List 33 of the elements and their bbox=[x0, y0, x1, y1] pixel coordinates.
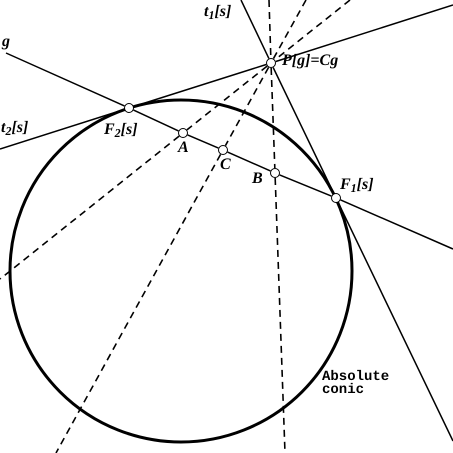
point-label: F$_{2}$[s] bbox=[104, 121, 138, 138]
point-marker bbox=[266, 58, 276, 68]
point-label: B bbox=[252, 170, 263, 187]
line bbox=[340, 199, 453, 250]
point-marker bbox=[124, 103, 134, 113]
line bbox=[240, 0, 270, 59]
dashed-line bbox=[186, 65, 268, 131]
line bbox=[134, 64, 266, 108]
point-label: C bbox=[220, 156, 231, 173]
dashed-line bbox=[55, 154, 222, 453]
point-marker bbox=[331, 193, 341, 203]
line bbox=[227, 151, 271, 172]
point-marker bbox=[178, 128, 188, 138]
line-label: g bbox=[2, 35, 10, 49]
dashed-line bbox=[224, 67, 270, 146]
point-marker bbox=[270, 168, 280, 178]
dashed-line bbox=[0, 136, 180, 280]
line bbox=[276, 4, 453, 62]
line bbox=[133, 109, 179, 132]
curve-label: Absolute conic bbox=[322, 371, 390, 397]
line bbox=[338, 202, 453, 442]
line bbox=[6, 52, 125, 107]
point-marker bbox=[218, 145, 228, 155]
line-label: t$_{2}$[s] bbox=[1, 119, 28, 136]
point-label: A bbox=[178, 139, 189, 156]
line bbox=[279, 174, 332, 197]
line bbox=[0, 108, 124, 150]
point-label: F$_{1}$[s] bbox=[340, 176, 374, 193]
dashed-line bbox=[272, 0, 307, 60]
point-label: P[g]=Cg bbox=[282, 52, 338, 69]
line-label: t$_{1}$[s] bbox=[204, 3, 232, 20]
line bbox=[187, 134, 219, 149]
dashed-line bbox=[270, 68, 276, 168]
